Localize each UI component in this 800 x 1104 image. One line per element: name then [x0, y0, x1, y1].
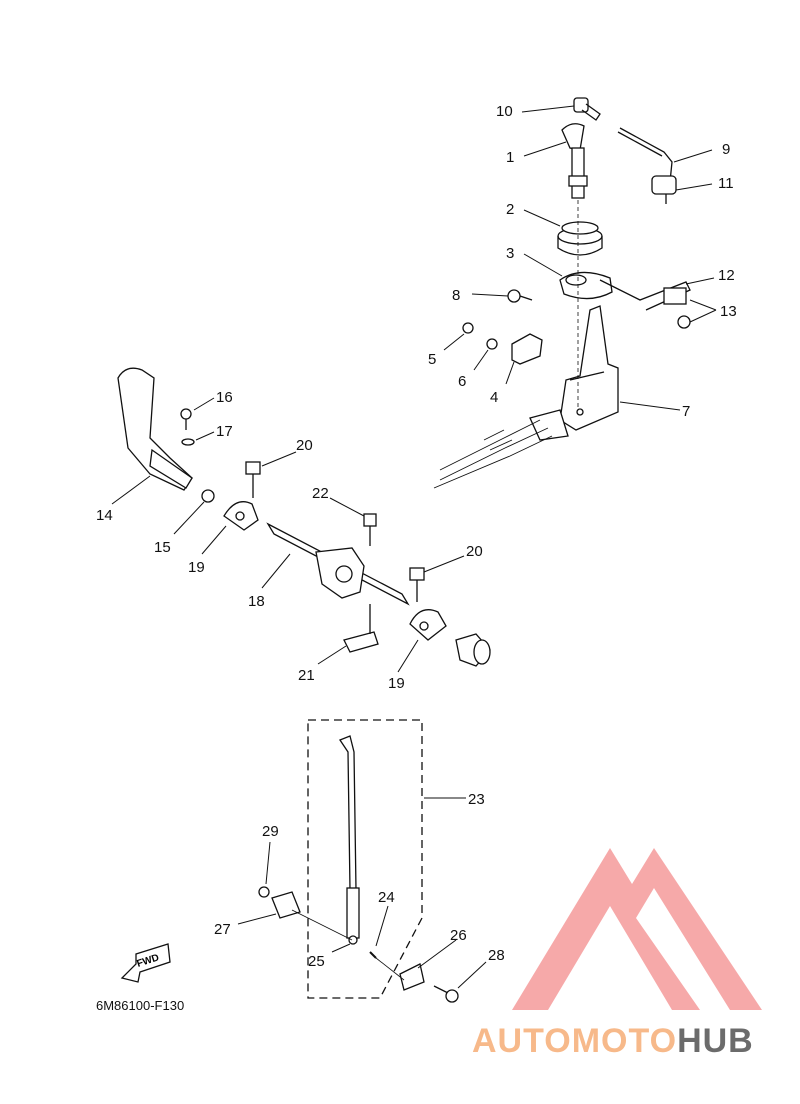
- watermark-logo: [512, 848, 762, 1010]
- part-4-bracket: [511, 333, 543, 365]
- callout-1: 1: [506, 149, 515, 166]
- part-27-clip: [271, 891, 301, 919]
- callout-25: 25: [308, 953, 325, 970]
- part-24-pin: [369, 951, 377, 959]
- callout-27: 27: [214, 921, 231, 938]
- part-26-clip: [399, 963, 425, 991]
- part-19-lever-right: [409, 609, 447, 641]
- callout-8: 8: [452, 287, 461, 304]
- part-15-oring: [201, 489, 215, 503]
- callout-4: 4: [490, 389, 499, 406]
- throttle-cables: [433, 419, 553, 489]
- part-29-nut: [258, 886, 270, 898]
- part-10-link-end: [573, 97, 601, 121]
- watermark-part1: AUTOMOTO: [472, 1022, 678, 1060]
- callout-12: 12: [718, 267, 735, 284]
- part-12-link: [599, 279, 691, 329]
- callout-11: 11: [718, 175, 734, 192]
- callout-17: 17: [216, 423, 233, 440]
- part-21-plate: [343, 604, 379, 653]
- callout-10: 10: [496, 103, 513, 120]
- part-18-shaft: [266, 522, 410, 606]
- callout-2: 2: [506, 201, 515, 218]
- part-16-screw: [180, 408, 192, 430]
- part-17-washer: [181, 438, 195, 446]
- callout-5: 5: [428, 351, 437, 368]
- callout-21: 21: [298, 667, 315, 684]
- part-5-bolt: [462, 322, 474, 334]
- callout-20-right: 20: [466, 543, 483, 560]
- callout-19-right: 19: [388, 675, 405, 692]
- diagram-code: 6M86100-F130: [96, 998, 185, 1013]
- part-1-lever: [561, 123, 588, 199]
- part-7-main-bracket: [529, 305, 619, 441]
- part-9-rod: [617, 127, 673, 183]
- callout-29: 29: [262, 823, 279, 840]
- callout-23: 23: [468, 791, 485, 808]
- callout-28: 28: [488, 947, 505, 964]
- watermark-part2: HUB: [677, 1022, 754, 1060]
- part-2-collar: [557, 221, 603, 256]
- watermark-text: AUTOMOTOHUB: [472, 1022, 754, 1061]
- part-22-bolt: [363, 513, 377, 546]
- part-23-rod: [339, 735, 360, 945]
- part-23-kit-outline: [307, 719, 423, 999]
- fwd-arrow-icon: [120, 943, 171, 983]
- part-20-bolt-right: [409, 567, 425, 602]
- callout-26: 26: [450, 927, 467, 944]
- part-3-cam: [559, 271, 613, 300]
- callout-16: 16: [216, 389, 233, 406]
- leader-lines: [111, 105, 717, 989]
- part-6-washer: [486, 338, 498, 350]
- callout-24: 24: [378, 889, 395, 906]
- callout-22: 22: [312, 485, 329, 502]
- callout-3: 3: [506, 245, 515, 262]
- part-19-lever-left: [223, 501, 259, 531]
- part-11-clip: [651, 175, 677, 204]
- callout-13: 13: [720, 303, 737, 320]
- callout-9: 9: [722, 141, 731, 158]
- callout-6: 6: [458, 373, 467, 390]
- callout-18: 18: [248, 593, 265, 610]
- part-14-shift-handle: [117, 367, 193, 491]
- callout-15: 15: [154, 539, 171, 556]
- part-28-screw: [433, 985, 459, 1003]
- part-drawings: [111, 97, 717, 1003]
- part-8-screw: [507, 289, 533, 303]
- callout-14: 14: [96, 507, 113, 524]
- callout-20-left: 20: [296, 437, 313, 454]
- part-20-bolt-left: [245, 461, 261, 498]
- shift-knob: [455, 633, 491, 667]
- callout-19-left: 19: [188, 559, 205, 576]
- callout-7: 7: [682, 403, 691, 420]
